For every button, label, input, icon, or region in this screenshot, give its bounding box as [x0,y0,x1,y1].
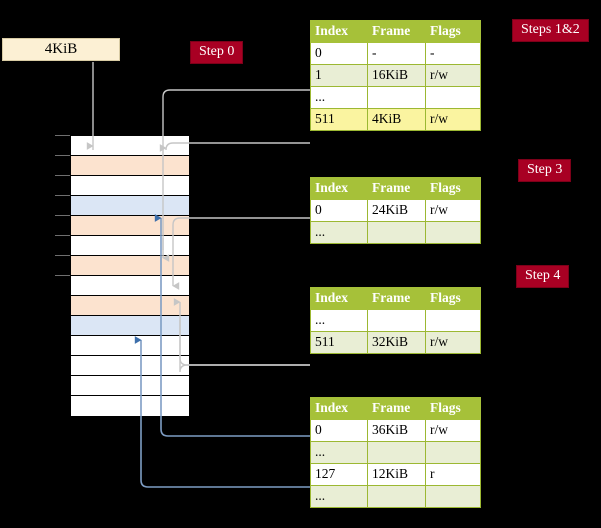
table-header-flags: Flags [425,397,481,420]
memory-tick [55,215,70,216]
memory-tick [55,235,70,236]
table-cell [425,485,481,508]
memory-frame-row [71,236,189,256]
memory-tick [55,135,70,136]
memory-tick [55,155,70,156]
table-cell [367,485,426,508]
table-header-frame: Frame [367,20,426,43]
memory-frame-row [71,336,189,356]
table-header-index: Index [310,397,368,420]
step-badge-step-0: Step 0 [190,41,244,65]
table-cell [367,221,426,244]
step-badge-step-3: Step 3 [518,159,572,183]
table-cell [367,309,426,332]
memory-frame-row [71,216,189,236]
wire-memory-to-table3 [179,320,310,373]
table-row: ... [310,441,481,464]
table-header-flags: Flags [425,20,481,43]
memory-tick [55,255,70,256]
table-header-index: Index [310,287,368,310]
step-badge-steps-1-and-2: Steps 1&2 [512,19,589,43]
table-header-frame: Frame [367,397,426,420]
memory-frame-row [71,136,189,156]
table-row: ... [310,309,481,332]
table-cell: 32KiB [367,331,426,354]
table-cell: 12KiB [367,463,426,486]
table-cell: 0 [310,199,368,222]
memory-frame-row [71,256,189,276]
table-cell: - [425,42,481,65]
table-cell: r/w [425,199,481,222]
memory-frame-row [71,276,189,296]
table-cell: - [367,42,426,65]
table-cell [425,221,481,244]
table-cell [367,441,426,464]
source-page-label: 4KiB [44,41,78,57]
table-cell: ... [310,86,368,109]
memory-frame-row [71,396,189,416]
memory-frame-row [71,316,189,336]
physical-memory-column [70,135,190,416]
memory-tick [55,195,70,196]
table-cell: ... [310,309,368,332]
table-cell: 24KiB [367,199,426,222]
table-cell: 36KiB [367,419,426,442]
table-cell [425,441,481,464]
table-cell: 4KiB [367,108,426,131]
memory-frame-row [71,176,189,196]
memory-tick [55,175,70,176]
memory-frame-row [71,156,189,176]
table-row: ... [310,485,481,508]
table-cell: 16KiB [367,64,426,87]
table-row: ... [310,86,481,109]
memory-frame-row [71,196,189,216]
table-header-frame: Frame [367,287,426,310]
memory-frame-row [71,356,189,376]
table-cell: 127 [310,463,368,486]
memory-tick [55,275,70,276]
source-page-box: 4KiB [2,38,120,61]
wire-memory-to-table3-tail [179,322,310,366]
table-cell: ... [310,485,368,508]
table-cell: 0 [310,419,368,442]
table-cell: 1 [310,64,368,87]
table-cell: r [425,463,481,486]
table-cell: r/w [425,419,481,442]
table-row: 0-- [310,42,481,65]
table-header-index: Index [310,177,368,200]
table-cell: 511 [310,331,368,354]
table-header-frame: Frame [367,177,426,200]
memory-frame-row [71,376,189,396]
table-cell [425,309,481,332]
table-row: ... [310,221,481,244]
table-cell: ... [310,221,368,244]
table-header-flags: Flags [425,177,481,200]
table-header-flags: Flags [425,287,481,310]
table-cell [425,86,481,109]
step-badge-step-4: Step 4 [516,265,570,289]
table-cell: ... [310,441,368,464]
table-cell: r/w [425,331,481,354]
wire-table2-to-memory [172,217,310,290]
table-cell [367,86,426,109]
memory-frame-row [71,296,189,316]
table-cell: r/w [425,64,481,87]
table-cell: 0 [310,42,368,65]
table-cell: 511 [310,108,368,131]
table-header-index: Index [310,20,368,43]
table-cell: r/w [425,108,481,131]
